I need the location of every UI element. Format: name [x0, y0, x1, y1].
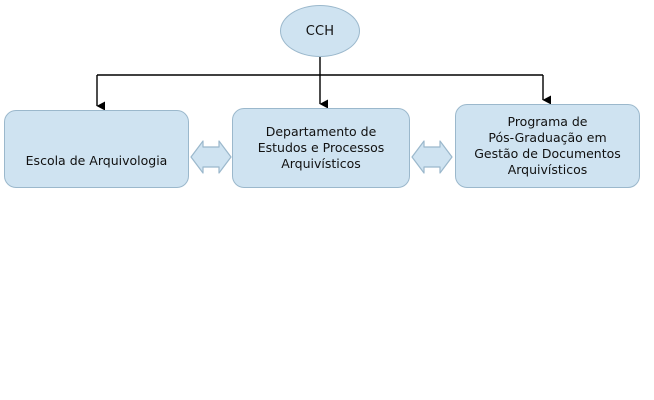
bidirectional-arrow-escola-departamento	[190, 140, 232, 174]
node-programa-label: Programa de Pós-Graduação em Gestão de D…	[474, 114, 621, 177]
node-departamento-estudos-processos[interactable]: Departamento de Estudos e Processos Arqu…	[232, 108, 410, 188]
node-cch-label: CCH	[305, 23, 335, 39]
node-departamento-label: Departamento de Estudos e Processos Arqu…	[257, 124, 385, 171]
bidirectional-arrow-departamento-programa	[411, 140, 453, 174]
node-escola-label: Escola de Arquivologia	[25, 153, 168, 168]
node-cch[interactable]: CCH	[280, 5, 360, 57]
node-programa-pos-graduacao[interactable]: Programa de Pós-Graduação em Gestão de D…	[455, 104, 640, 188]
node-escola-de-arquivologia[interactable]: Escola de Arquivologia	[4, 110, 189, 188]
